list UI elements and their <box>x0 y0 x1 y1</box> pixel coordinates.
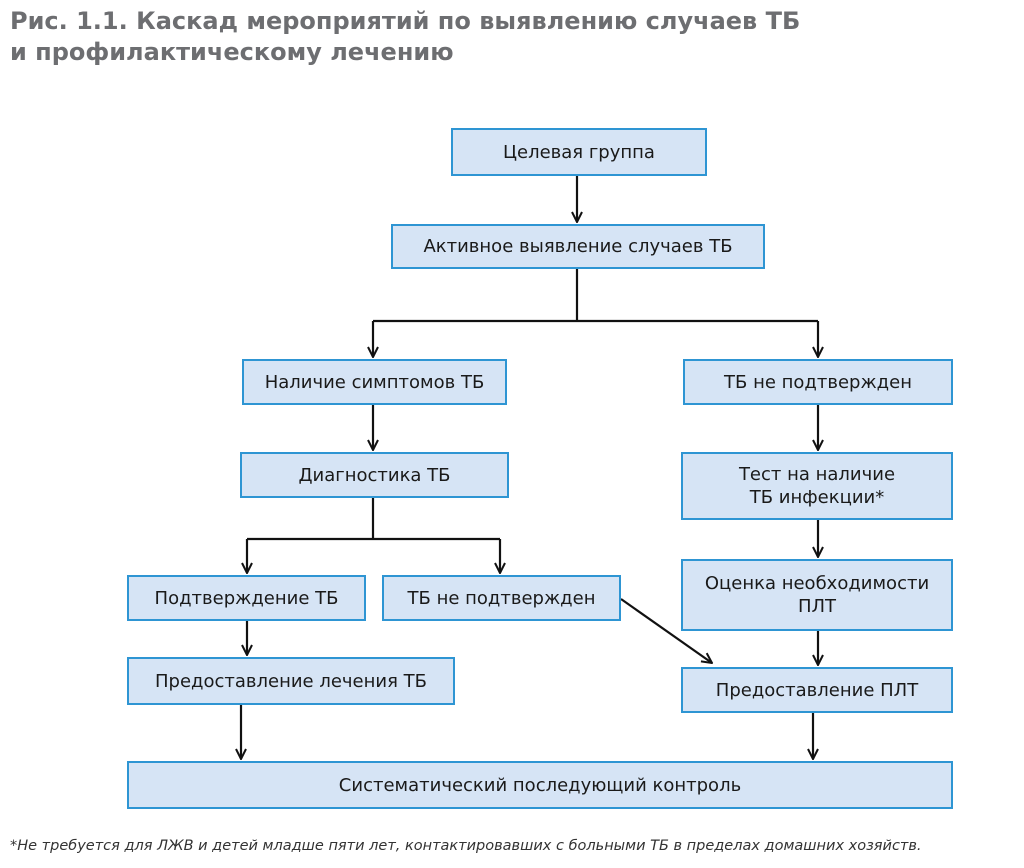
node-tb-treatment-label: Предоставление лечения ТБ <box>154 670 427 692</box>
node-tb-symptoms: Наличие симптомов ТБ <box>242 359 507 405</box>
arrow-active-split <box>373 269 818 323</box>
node-active-case-finding: Активное выявление случаев ТБ <box>391 224 765 269</box>
node-plt-provision-label: Предоставление ПЛТ <box>715 679 919 701</box>
node-tb-infection-test: Тест на наличие ТБ инфекции* <box>681 452 953 520</box>
node-plt-provision: Предоставление ПЛТ <box>681 667 953 713</box>
node-active-case-finding-label: Активное выявление случаев ТБ <box>423 236 733 257</box>
figure-title-line-1: Рис. 1.1. Каскад мероприятий по выявлени… <box>10 7 801 35</box>
node-follow-up-label: Систематический последующий контроль <box>338 774 742 796</box>
node-tb-not-confirmed-center-label: ТБ не подтвержден <box>407 587 596 609</box>
node-plt-need-assessment-line-2: ПЛТ <box>797 596 837 617</box>
node-tb-treatment: Предоставление лечения ТБ <box>127 657 455 705</box>
node-tb-diagnostics: Диагностика ТБ <box>240 452 509 498</box>
node-follow-up: Систематический последующий контроль <box>127 761 953 809</box>
arrow-not-confirmed-to-plt <box>620 598 712 663</box>
node-plt-need-assessment-line-1: Оценка необходимости <box>704 573 930 594</box>
node-tb-confirmation: Подтверждение ТБ <box>127 575 366 621</box>
node-tb-not-confirmed-right-label: ТБ не подтвержден <box>724 371 912 393</box>
node-tb-not-confirmed-right: ТБ не подтвержден <box>683 359 953 405</box>
node-tb-symptoms-label: Наличие симптомов ТБ <box>264 371 485 393</box>
figure-title: Рис. 1.1. Каскад мероприятий по выявлени… <box>10 6 1010 68</box>
arrow-diagnostics-split <box>247 498 500 541</box>
node-tb-infection-test-line-2: ТБ инфекции* <box>749 487 885 508</box>
node-tb-infection-test-label: Тест на наличие ТБ инфекции* <box>739 463 895 509</box>
node-plt-need-assessment: Оценка необходимости ПЛТ <box>681 559 953 631</box>
footnote: *Не требуется для ЛЖВ и детей младше пят… <box>10 838 922 854</box>
node-target-group: Целевая группа <box>451 128 707 176</box>
node-plt-need-assessment-label: Оценка необходимости ПЛТ <box>705 572 929 618</box>
node-target-group-label: Целевая группа <box>503 141 655 163</box>
node-tb-infection-test-line-1: Тест на наличие <box>738 464 896 485</box>
figure-title-line-2: и профилактическому лечению <box>10 38 454 66</box>
node-tb-not-confirmed-center: ТБ не подтвержден <box>382 575 621 621</box>
node-tb-diagnostics-label: Диагностика ТБ <box>298 464 451 486</box>
node-tb-confirmation-label: Подтверждение ТБ <box>154 587 339 609</box>
